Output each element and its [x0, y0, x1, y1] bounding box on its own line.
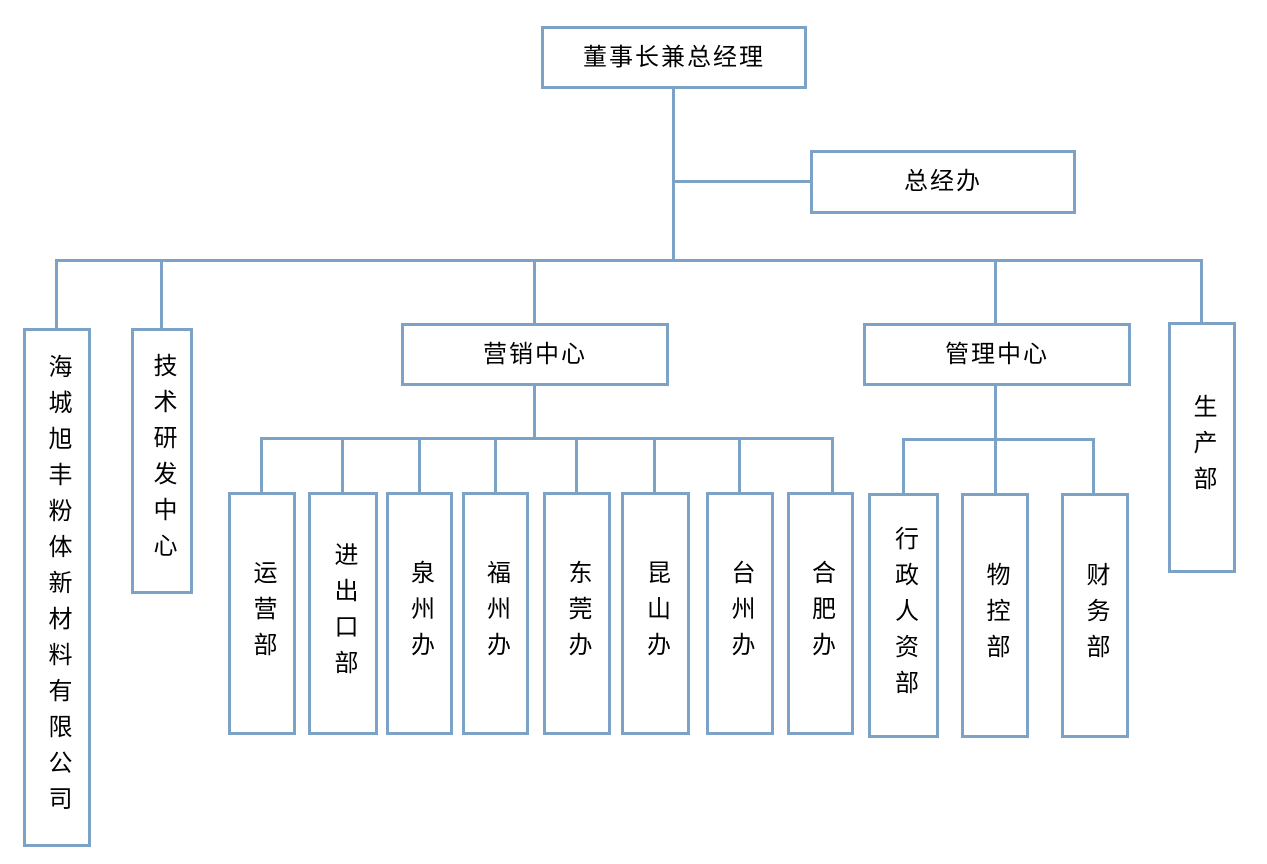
connector-drop-company: [55, 259, 58, 328]
connector-drop-taizhou: [738, 437, 741, 492]
connector-management-stem: [994, 385, 997, 440]
node-material-control-dept: 物控部: [961, 493, 1029, 738]
connector-drop-quanzhou: [418, 437, 421, 492]
connector-management-rail: [902, 438, 1095, 441]
connector-drop-management: [994, 259, 997, 323]
connector-drop-production: [1200, 259, 1203, 322]
node-finance-dept: 财务部: [1061, 493, 1129, 738]
connector-marketing-stem: [533, 385, 536, 439]
connector-root-trunk: [672, 89, 675, 262]
node-taizhou-office: 台州办: [706, 492, 774, 735]
node-dongguan-office: 东莞办: [543, 492, 611, 735]
connector-drop-hefei: [831, 437, 834, 492]
connector-drop-import-export: [341, 437, 344, 492]
node-tech-rnd-center: 技术研发中心: [131, 328, 193, 594]
node-kunshan-office: 昆山办: [621, 492, 690, 735]
connector-drop-admin-hr: [902, 438, 905, 493]
connector-drop-kunshan: [653, 437, 656, 492]
node-gm-office: 总经办: [810, 150, 1076, 214]
node-marketing-center: 营销中心: [401, 323, 669, 386]
node-company: 海城旭丰粉体新材料有限公司: [23, 328, 91, 847]
connector-drop-marketing: [533, 259, 536, 323]
connector-drop-rnd: [160, 259, 163, 328]
connector-drop-dongguan: [575, 437, 578, 492]
node-import-export-dept: 进出口部: [308, 492, 378, 735]
connector-drop-operations: [260, 437, 263, 492]
node-chairman-gm: 董事长兼总经理: [541, 26, 807, 89]
node-production-dept: 生产部: [1168, 322, 1236, 573]
connector-main-rail: [55, 259, 1203, 262]
connector-drop-fuzhou: [494, 437, 497, 492]
node-operations-dept: 运营部: [228, 492, 296, 735]
node-hefei-office: 合肥办: [787, 492, 854, 735]
connector-drop-material-control: [994, 438, 997, 493]
node-management-center: 管理中心: [863, 323, 1131, 386]
connector-marketing-rail: [260, 437, 834, 440]
node-quanzhou-office: 泉州办: [386, 492, 453, 735]
connector-drop-finance: [1092, 438, 1095, 493]
node-fuzhou-office: 福州办: [462, 492, 529, 735]
node-admin-hr-dept: 行政人资部: [868, 493, 939, 738]
connector-staff-branch: [675, 180, 810, 183]
